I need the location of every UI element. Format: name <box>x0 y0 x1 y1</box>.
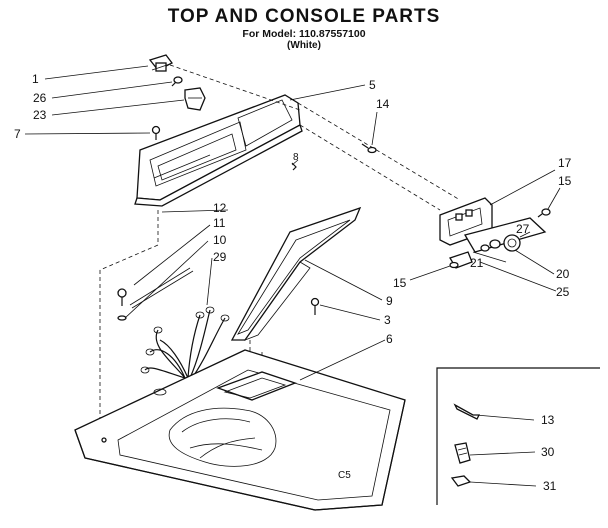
callout-21: 21 <box>470 256 484 270</box>
part-15-screw-upper <box>537 208 551 218</box>
diagram-title: TOP AND CONSOLE PARTS <box>167 6 441 27</box>
callout-8: 8 <box>293 152 299 163</box>
part-3-screw <box>310 297 320 315</box>
part-15-screw-lower <box>449 261 459 269</box>
part-14-screw <box>361 143 377 154</box>
part-7-screw <box>151 125 161 140</box>
leader-lines <box>24 65 561 487</box>
callout-15-lower: 15 <box>393 276 407 290</box>
part-26-screw <box>171 76 183 87</box>
callout-26: 26 <box>33 91 47 105</box>
callout-7: 7 <box>14 127 21 141</box>
part-23-bracket <box>184 87 206 111</box>
part-29-wire-harness <box>140 306 230 379</box>
callout-23: 23 <box>33 108 47 122</box>
variant-label: (White) <box>287 40 321 51</box>
model-line: For Model: 110.87557100 <box>242 28 366 40</box>
callout-31: 31 <box>543 479 557 493</box>
part-11-clip <box>117 315 127 321</box>
callout-13: 13 <box>541 413 555 427</box>
callout-15-upper: 15 <box>558 174 572 188</box>
part-1-switch <box>148 54 173 72</box>
control-box <box>439 197 547 269</box>
callout-10: 10 <box>213 233 227 247</box>
callout-20: 20 <box>556 267 570 281</box>
callout-11: 11 <box>213 216 226 230</box>
part-10-screw <box>117 288 127 306</box>
callout-17: 17 <box>558 156 572 170</box>
callout-25: 25 <box>556 285 570 299</box>
callout-3: 3 <box>384 313 391 327</box>
callout-6: 6 <box>386 332 393 346</box>
callout-27: 27 <box>516 222 530 236</box>
callout-12: 12 <box>213 201 227 215</box>
callout-5: 5 <box>369 78 376 92</box>
callout-29: 29 <box>213 250 227 264</box>
part-6-top-panel <box>74 349 406 511</box>
callout-1: 1 <box>32 72 39 86</box>
callout-30: 30 <box>541 445 555 459</box>
part-9-filter-housing <box>230 206 362 341</box>
diagram-code: C5 <box>338 470 351 481</box>
inset-parts-box <box>436 367 600 505</box>
console-panel <box>134 94 303 207</box>
callout-9: 9 <box>386 294 393 308</box>
callout-14: 14 <box>376 97 390 111</box>
